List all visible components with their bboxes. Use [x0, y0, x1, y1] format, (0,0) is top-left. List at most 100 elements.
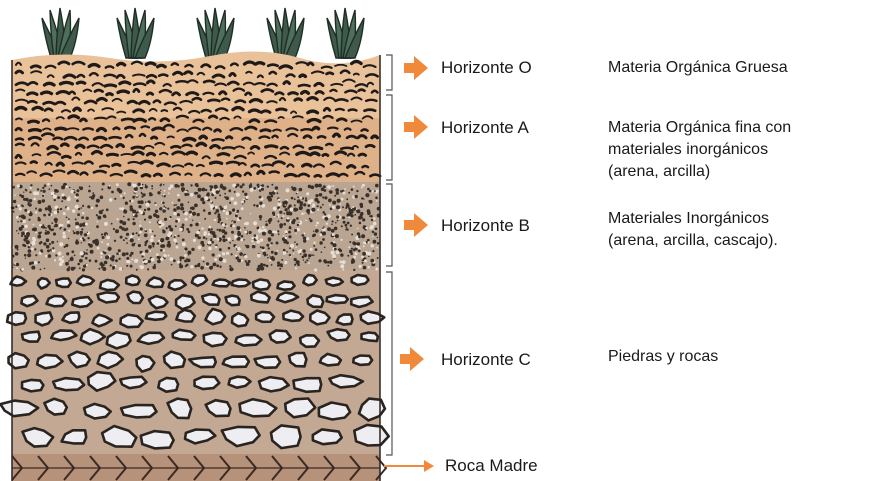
mineral-grain	[286, 188, 290, 192]
mineral-grain	[375, 196, 378, 199]
mineral-grain	[216, 255, 218, 257]
mineral-grain	[95, 260, 98, 263]
mineral-grain	[295, 267, 297, 269]
mineral-grain	[234, 201, 238, 205]
mineral-grain	[23, 238, 26, 241]
mineral-grain	[346, 227, 348, 229]
mineral-grain	[67, 221, 70, 224]
mineral-grain	[304, 232, 306, 234]
mineral-grain	[122, 252, 126, 256]
mineral-grain	[329, 190, 332, 193]
mineral-grain	[347, 222, 350, 225]
mineral-grain	[102, 236, 105, 239]
mineral-grain	[216, 190, 220, 194]
mineral-grain	[193, 239, 196, 242]
mineral-grain	[371, 244, 374, 247]
organic-speck	[349, 110, 357, 111]
mineral-grain	[96, 225, 99, 228]
mineral-grain	[43, 242, 46, 245]
mineral-grain	[372, 225, 375, 228]
mineral-grain	[116, 252, 119, 255]
organic-speck	[348, 166, 355, 168]
mineral-grain	[79, 259, 83, 263]
mineral-grain	[158, 220, 162, 224]
mineral-grain	[213, 263, 217, 267]
mineral-grain	[13, 211, 15, 213]
mineral-grain	[289, 204, 292, 207]
mineral-grain	[81, 207, 83, 209]
mineral-grain	[155, 204, 157, 206]
mineral-grain	[21, 235, 23, 237]
mineral-grain	[16, 216, 19, 219]
organic-speck	[134, 84, 145, 85]
mineral-grain	[108, 247, 112, 251]
organic-speck	[16, 108, 26, 110]
mineral-grain	[313, 245, 315, 247]
mineral-grain	[268, 247, 270, 249]
mineral-grain	[359, 265, 362, 268]
organic-speck	[362, 129, 368, 130]
organic-speck	[223, 147, 235, 148]
mineral-grain	[87, 232, 88, 233]
organic-speck	[222, 99, 229, 100]
mineral-grain	[210, 201, 212, 203]
mineral-grain	[71, 257, 73, 259]
mineral-grain	[81, 216, 84, 219]
stone	[98, 292, 119, 302]
mineral-grain	[240, 185, 243, 188]
mineral-grain	[71, 267, 75, 271]
mineral-grain	[274, 252, 277, 255]
mineral-grain	[257, 226, 259, 228]
mineral-grain	[80, 233, 82, 235]
organic-speck	[94, 171, 106, 172]
mineral-grain	[204, 250, 205, 251]
mineral-grain	[321, 187, 325, 191]
mineral-grain	[229, 242, 231, 244]
mineral-grain	[361, 234, 365, 238]
mineral-grain	[46, 238, 50, 242]
mineral-grain	[138, 210, 141, 213]
mineral-grain	[86, 253, 88, 255]
mineral-grain	[288, 231, 291, 234]
mineral-grain	[283, 223, 286, 226]
mineral-grain	[367, 239, 370, 242]
organic-speck	[255, 83, 264, 84]
mineral-grain	[38, 218, 41, 221]
mineral-grain	[177, 194, 180, 197]
mineral-grain	[224, 196, 226, 198]
mineral-grain	[284, 261, 287, 264]
mineral-grain	[175, 220, 178, 223]
mineral-grain	[19, 215, 21, 217]
organic-speck	[142, 126, 150, 127]
organic-speck	[61, 144, 68, 146]
mineral-grain	[243, 199, 245, 201]
mineral-grain	[271, 242, 273, 244]
organic-speck	[110, 137, 121, 138]
mineral-grain	[178, 199, 181, 202]
mineral-grain	[32, 228, 35, 231]
mineral-grain	[339, 249, 342, 252]
horizon-desc-c-line: Piedras y rocas	[608, 346, 718, 368]
mineral-grain	[174, 236, 176, 238]
mineral-grain	[322, 211, 325, 214]
mineral-grain	[47, 225, 50, 228]
mineral-grain	[214, 212, 216, 214]
organic-speck	[370, 175, 380, 177]
mineral-grain	[163, 250, 165, 252]
organic-speck	[128, 101, 137, 103]
mineral-grain	[17, 184, 20, 187]
mineral-grain	[35, 254, 37, 256]
mineral-grain	[232, 225, 235, 228]
organic-speck	[29, 121, 39, 122]
organic-speck	[314, 128, 319, 129]
mineral-grain	[217, 238, 220, 241]
mineral-grain	[259, 218, 261, 220]
mineral-grain	[298, 250, 302, 254]
mineral-grain	[331, 224, 333, 226]
mineral-grain	[335, 234, 339, 238]
organic-speck	[118, 91, 128, 92]
mineral-grain	[16, 230, 18, 232]
mineral-grain	[332, 220, 334, 222]
mineral-grain	[308, 204, 311, 207]
mineral-grain	[148, 260, 151, 263]
